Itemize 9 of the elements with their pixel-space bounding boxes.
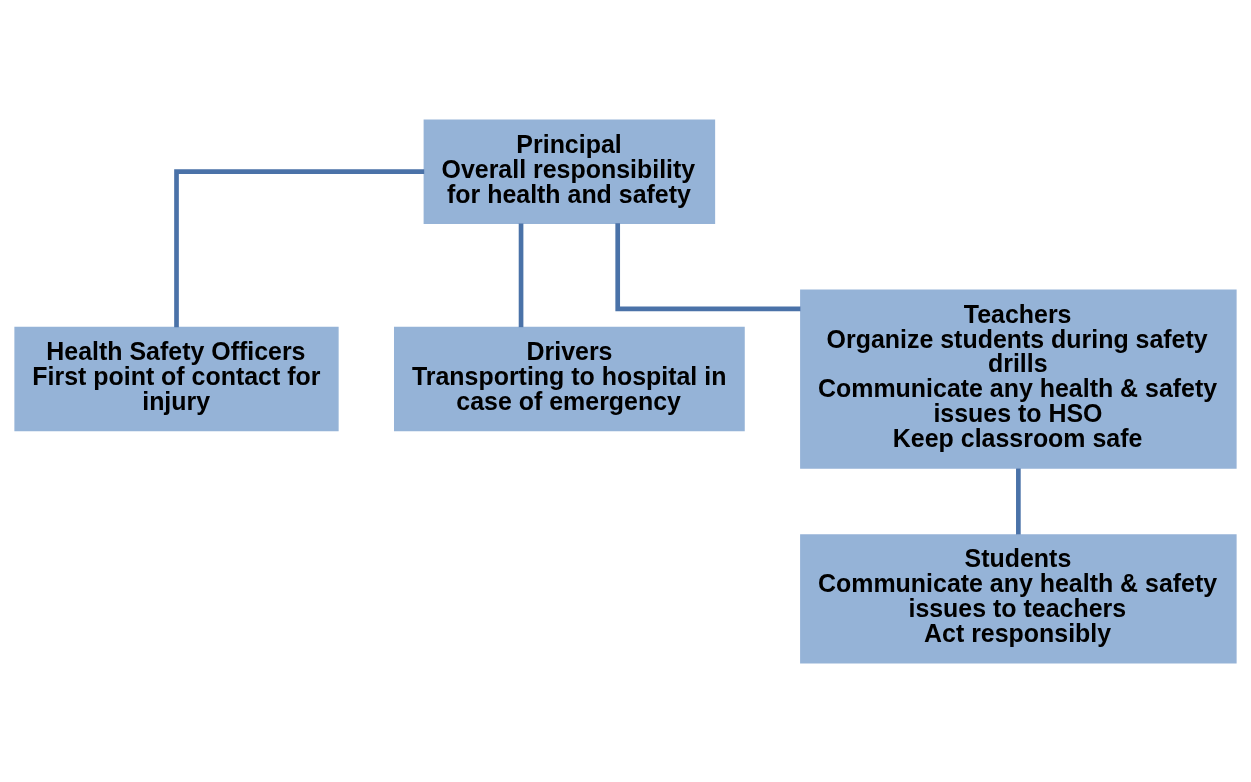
node-box: Students Communicate any health & safety issues to teachers Act responsibly (800, 533, 1237, 664)
connector (518, 222, 524, 327)
connector (1016, 467, 1021, 534)
connector (174, 168, 425, 327)
node-box: Principal Overall responsibility for health and safety (423, 118, 716, 224)
node-box: Health Safety Officers First point of contact for injury (14, 326, 339, 431)
node-box: Drivers Transporting to hospital in case of emergency (394, 326, 745, 431)
connector (615, 222, 801, 311)
node-box: Teachers Organize students during safety drills Communicate any health & safety issues to HSO Keep classroom safe (800, 288, 1237, 469)
